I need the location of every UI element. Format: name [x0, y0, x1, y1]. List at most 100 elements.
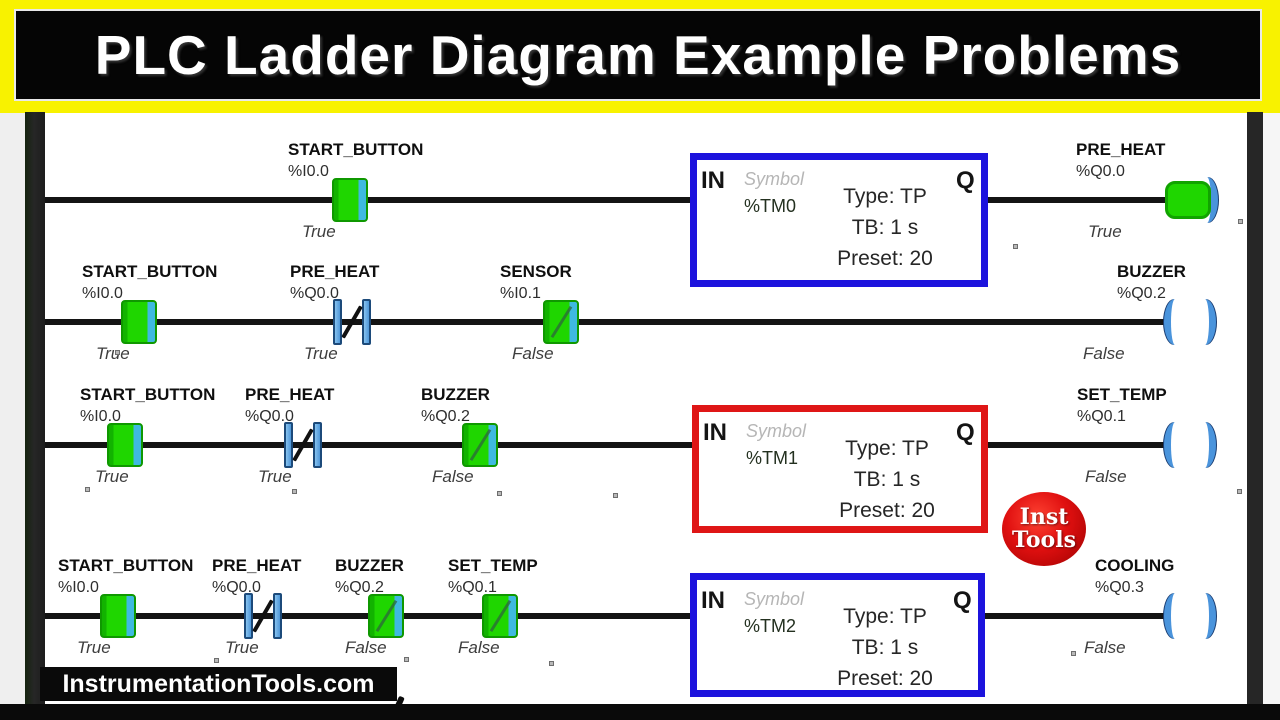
rung-4-contact-pre_heat-state: True — [225, 638, 259, 657]
artifact-dot-1 — [1013, 244, 1018, 249]
rung-2-coil-buzzer-right-arc — [1194, 299, 1216, 345]
timer-block-tm0 — [690, 153, 988, 287]
artifact-dot-4 — [85, 487, 90, 492]
rung-1-coil-pre_heat-state: True — [1088, 222, 1122, 241]
logo-text-line2: Tools — [1012, 527, 1076, 553]
bottom-bar — [0, 704, 1280, 720]
rung-4-contact-set_temp-label: SET_TEMP — [448, 556, 538, 575]
rung-3-wire-2 — [986, 442, 1166, 448]
artifact-dot-12 — [1071, 651, 1076, 656]
rung-4-coil-cooling-right-arc — [1194, 593, 1216, 639]
rung-4-contact-buzzer-state: False — [345, 638, 387, 657]
rung-1-contact-start_button-state: True — [302, 222, 336, 241]
rung-1-contact-start_button — [332, 178, 368, 222]
contact-bar — [362, 299, 371, 345]
rung-3-contact-buzzer-label: BUZZER — [421, 385, 490, 404]
rung-1-coil-pre_heat-address: %Q0.0 — [1076, 163, 1125, 180]
rung-2-wire-1 — [45, 319, 1166, 325]
rung-2-coil-buzzer-address: %Q0.2 — [1117, 285, 1166, 302]
rung-1-contact-start_button-label: START_BUTTON — [288, 140, 424, 159]
rung-3-contact-start_button — [107, 423, 143, 467]
rung-3-coil-set_temp-address: %Q0.1 — [1077, 408, 1126, 425]
timer-block-tm2 — [690, 573, 985, 697]
rung-2-coil-buzzer-label: BUZZER — [1117, 262, 1186, 281]
rung-3-coil-set_temp-label: SET_TEMP — [1077, 385, 1167, 404]
rung-4-wire-2 — [985, 613, 1166, 619]
rung-4-contact-pre_heat-address: %Q0.0 — [212, 579, 261, 596]
rung-4-contact-start_button-label: START_BUTTON — [58, 556, 194, 575]
insttools-logo: Inst Tools — [1002, 492, 1086, 566]
timer-block-tm2-q-pin: Q — [953, 587, 972, 614]
rung-3-contact-buzzer-state: False — [432, 467, 474, 486]
rung-4-coil-cooling-address: %Q0.3 — [1095, 579, 1144, 596]
timer-block-tm1-q-pin: Q — [956, 419, 975, 446]
rung-2-contact-sensor-state: False — [512, 344, 554, 363]
title-banner: PLC Ladder Diagram Example Problems — [0, 0, 1280, 113]
rung-4-contact-pre_heat — [244, 593, 282, 639]
timer-block-tm2-in-pin: IN — [701, 587, 725, 614]
rung-2-contact-sensor-label: SENSOR — [500, 262, 572, 281]
contact-bar — [313, 422, 322, 468]
timer-param-line: TB: 1 s — [853, 468, 921, 491]
contact-bar — [244, 593, 253, 639]
rung-3-wire-1 — [45, 442, 694, 448]
rung-3-contact-start_button-label: START_BUTTON — [80, 385, 216, 404]
timer-param-line: Preset: 20 — [837, 667, 933, 690]
rung-4-contact-buzzer-label: BUZZER — [335, 556, 404, 575]
timer-block-tm2-symbol-placeholder: Symbol — [744, 589, 805, 609]
artifact-dot-6 — [497, 491, 502, 496]
timer-block-tm1 — [692, 405, 988, 533]
rung-2-contact-pre_heat-state: True — [304, 344, 338, 363]
rung-1-coil-pre_heat-label: PRE_HEAT — [1076, 140, 1166, 159]
timer-block-tm1-in-pin: IN — [703, 419, 727, 446]
timer-block-tm1-symbol-placeholder: Symbol — [746, 421, 807, 441]
artifact-dot-2 — [115, 350, 120, 355]
rung-1-contact-start_button-address: %I0.0 — [288, 163, 329, 180]
rung-4-contact-buzzer-address: %Q0.2 — [335, 579, 384, 596]
rung-2-contact-start_button-state: True — [96, 344, 130, 363]
rung-2-contact-start_button-address: %I0.0 — [82, 285, 123, 302]
rung-2-contact-start_button — [121, 300, 157, 344]
rung-3-contact-start_button-address: %I0.0 — [80, 408, 121, 425]
rung-4-contact-start_button-state: True — [77, 638, 111, 657]
rung-1-wire-1 — [45, 197, 692, 203]
timer-param-line: TB: 1 s — [851, 216, 919, 239]
rung-4-contact-set_temp-state: False — [458, 638, 500, 657]
rung-3-contact-pre_heat-label: PRE_HEAT — [245, 385, 335, 404]
rung-1-coil-pre_heat-arc — [1196, 177, 1218, 223]
timer-block-tm2-tag: %TM2 — [744, 616, 797, 636]
contact-bar — [273, 593, 282, 639]
title-plate: PLC Ladder Diagram Example Problems — [14, 9, 1262, 101]
rung-4-contact-set_temp-address: %Q0.1 — [448, 579, 497, 596]
timer-param-line: Preset: 20 — [837, 247, 933, 270]
rung-3-contact-buzzer-address: %Q0.2 — [421, 408, 470, 425]
artifact-dot-8 — [1237, 489, 1242, 494]
artifact-dot-3 — [1238, 219, 1243, 224]
site-banner: InstrumentationTools.com — [40, 667, 397, 701]
logo-text-line1: Inst — [1019, 504, 1069, 530]
rung-3-contact-pre_heat-address: %Q0.0 — [245, 408, 294, 425]
artifact-dot-10 — [404, 657, 409, 662]
contact-bar — [284, 422, 293, 468]
rung-4-coil-cooling-label: COOLING — [1095, 556, 1175, 575]
rung-2-coil-buzzer-left-arc — [1164, 299, 1186, 345]
left-power-rail — [25, 112, 45, 708]
rung-3-coil-set_temp-state: False — [1085, 467, 1127, 486]
timer-block-tm0-tag: %TM0 — [744, 196, 797, 216]
timer-block-tm0-in-pin: IN — [701, 167, 725, 194]
timer-block-tm0-symbol-placeholder: Symbol — [744, 169, 805, 189]
rung-3-coil-set_temp-right-arc — [1194, 422, 1216, 468]
rung-2-contact-pre_heat — [333, 299, 371, 345]
right-gutter — [1263, 113, 1280, 720]
rung-4-contact-start_button — [100, 594, 136, 638]
rung-1-coil-pre_heat — [1165, 181, 1211, 219]
artifact-dot-5 — [292, 489, 297, 494]
rung-3-contact-pre_heat — [284, 422, 322, 468]
right-power-rail — [1247, 112, 1263, 708]
rung-4-coil-cooling-state: False — [1084, 638, 1126, 657]
artifact-dot-7 — [613, 493, 618, 498]
timer-param-line: TB: 1 s — [851, 636, 919, 659]
